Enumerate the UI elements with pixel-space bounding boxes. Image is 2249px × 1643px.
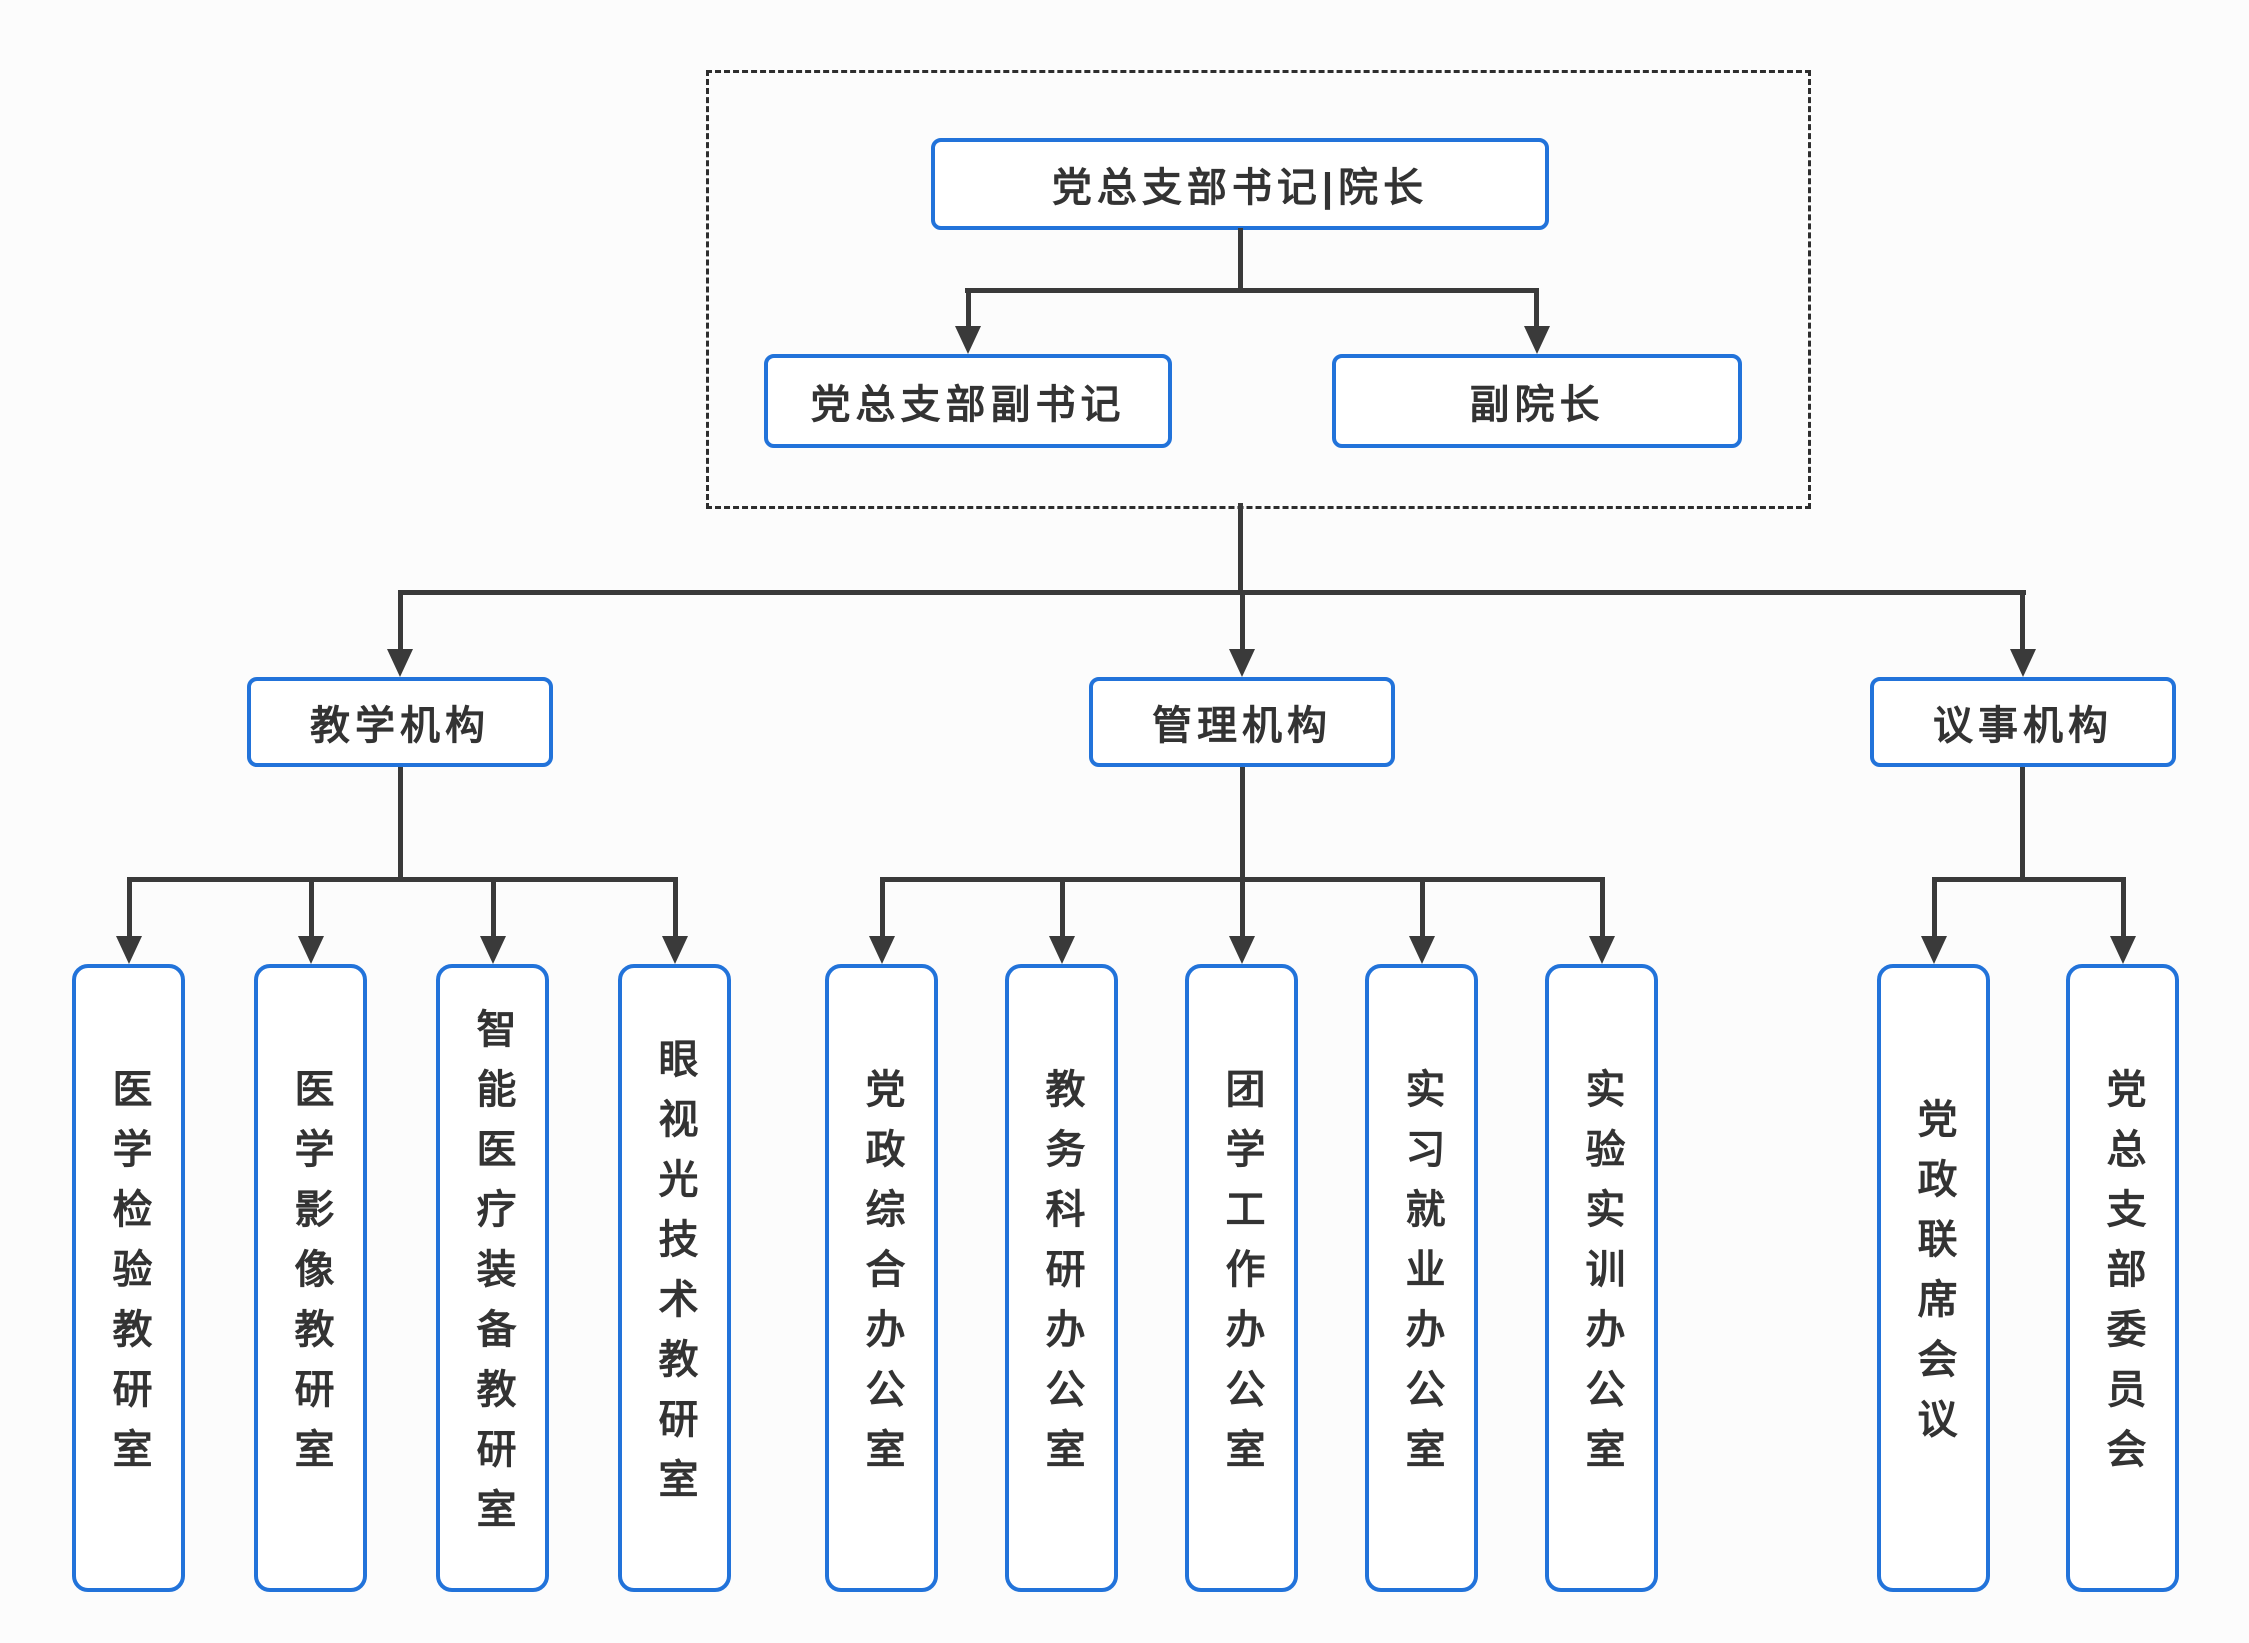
node-academic-research-office: 教务科研办公室 <box>1005 964 1118 1592</box>
connector-management-child-drop <box>880 877 885 941</box>
node-branch-teaching: 教学机构 <box>247 677 553 767</box>
node-branch-deliberative-label: 议事机构 <box>1933 704 2113 748</box>
connector-root-stem <box>1238 228 1243 292</box>
connector-management-stem <box>1240 767 1245 882</box>
node-root-label: 党总支部书记|院长 <box>1051 166 1429 210</box>
connector-root-hbar <box>965 288 1539 293</box>
arrowhead-down-icon <box>298 936 324 964</box>
arrowhead-down-icon <box>662 936 688 964</box>
node-branch-teaching-label: 教学机构 <box>310 704 490 748</box>
node-optometry-office-label: 眼视光技术教研室 <box>652 1038 697 1518</box>
arrowhead-down-icon <box>2110 936 2136 964</box>
connector-deliberative-hbar <box>1932 877 2126 882</box>
node-smart-med-equipment-office-label: 智能医疗装备教研室 <box>470 1008 515 1548</box>
node-lab-training-office: 实验实训办公室 <box>1545 964 1658 1592</box>
node-med-imaging-office: 医学影像教研室 <box>254 964 367 1592</box>
node-party-branch-committee-label: 党总支部委员会 <box>2100 1068 2145 1488</box>
arrowhead-down-icon <box>2010 649 2036 677</box>
connector-main-hbar <box>398 590 2026 595</box>
connector-deputy-right-drop <box>1534 288 1539 330</box>
node-branch-management-label: 管理机构 <box>1152 704 1332 748</box>
node-branch-management: 管理机构 <box>1089 677 1395 767</box>
connector-deliberative-stem <box>2020 767 2025 882</box>
arrowhead-down-icon <box>1229 649 1255 677</box>
arrowhead-down-icon <box>1229 936 1255 964</box>
connector-teaching-child-drop <box>127 877 132 941</box>
arrowhead-down-icon <box>1524 326 1550 354</box>
arrowhead-down-icon <box>1409 936 1435 964</box>
arrowhead-down-icon <box>955 326 981 354</box>
node-optometry-office: 眼视光技术教研室 <box>618 964 731 1592</box>
node-branch-deliberative: 议事机构 <box>1870 677 2176 767</box>
connector-branch-teaching-drop <box>398 590 403 652</box>
arrowhead-down-icon <box>1921 936 1947 964</box>
arrowhead-down-icon <box>116 936 142 964</box>
connector-branch-management-drop <box>1240 590 1245 652</box>
node-party-admin-office-label: 党政综合办公室 <box>859 1068 904 1488</box>
node-vice-dean: 副院长 <box>1332 354 1742 448</box>
arrowhead-down-icon <box>387 649 413 677</box>
connector-management-child-drop <box>1600 877 1605 941</box>
node-joint-conference: 党政联席会议 <box>1877 964 1990 1592</box>
node-root: 党总支部书记|院长 <box>931 138 1549 230</box>
node-deputy-secretary-label: 党总支部副书记 <box>810 383 1126 427</box>
node-party-admin-office: 党政综合办公室 <box>825 964 938 1592</box>
connector-teaching-child-drop <box>491 877 496 941</box>
connector-management-child-drop <box>1420 877 1425 941</box>
leadership-group-frame <box>706 70 1811 509</box>
node-youth-league-office-label: 团学工作办公室 <box>1219 1068 1264 1488</box>
connector-teaching-stem <box>398 767 403 882</box>
connector-teaching-child-drop <box>309 877 314 941</box>
node-deputy-secretary: 党总支部副书记 <box>764 354 1172 448</box>
node-med-imaging-office-label: 医学影像教研室 <box>288 1068 333 1488</box>
node-youth-league-office: 团学工作办公室 <box>1185 964 1298 1592</box>
connector-management-child-drop <box>1240 877 1245 941</box>
connector-teaching-child-drop <box>673 877 678 941</box>
connector-branch-deliberative-drop <box>2020 590 2025 652</box>
connector-deliberative-child-drop <box>2121 877 2126 941</box>
arrowhead-down-icon <box>480 936 506 964</box>
node-smart-med-equipment-office: 智能医疗装备教研室 <box>436 964 549 1592</box>
arrowhead-down-icon <box>1049 936 1075 964</box>
node-internship-employment-office-label: 实习就业办公室 <box>1399 1068 1444 1488</box>
connector-deliberative-child-drop <box>1932 877 1937 941</box>
node-med-lab-office: 医学检验教研室 <box>72 964 185 1592</box>
connector-deputy-left-drop <box>966 288 971 330</box>
node-internship-employment-office: 实习就业办公室 <box>1365 964 1478 1592</box>
node-academic-research-office-label: 教务科研办公室 <box>1039 1068 1084 1488</box>
connector-teaching-hbar <box>127 877 678 882</box>
node-lab-training-office-label: 实验实训办公室 <box>1579 1068 1624 1488</box>
connector-main-stem <box>1238 503 1243 595</box>
node-party-branch-committee: 党总支部委员会 <box>2066 964 2179 1592</box>
node-joint-conference-label: 党政联席会议 <box>1911 1098 1956 1458</box>
arrowhead-down-icon <box>869 936 895 964</box>
connector-management-child-drop <box>1060 877 1065 941</box>
node-med-lab-office-label: 医学检验教研室 <box>106 1068 151 1488</box>
arrowhead-down-icon <box>1589 936 1615 964</box>
node-vice-dean-label: 副院长 <box>1469 383 1605 427</box>
